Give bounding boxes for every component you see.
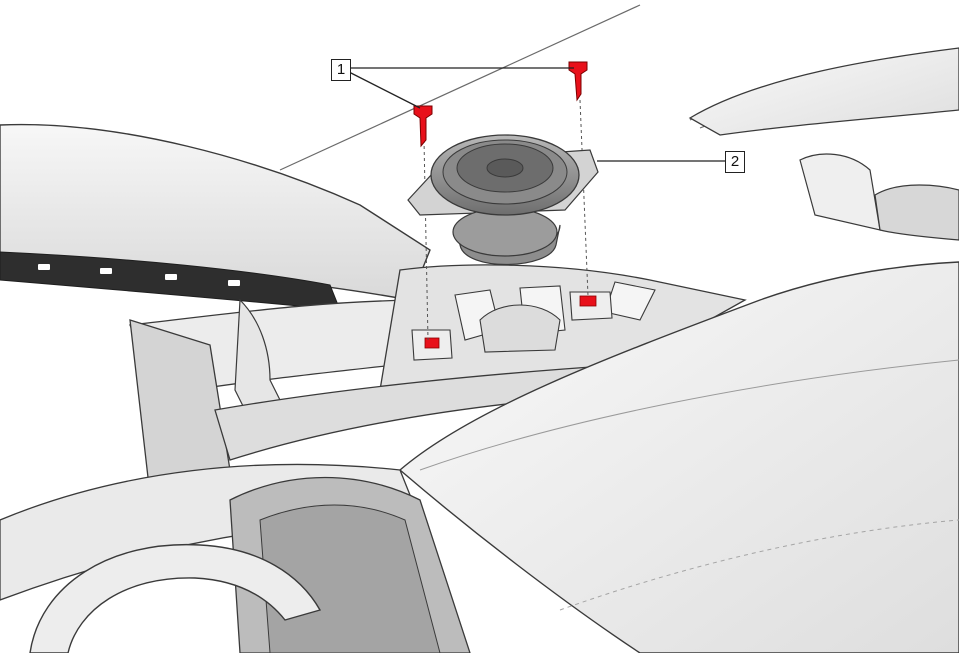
instrument-cowl xyxy=(398,261,959,653)
a-pillar-trim xyxy=(688,47,959,136)
center-vent-inner xyxy=(259,504,441,653)
screw-guide-lines xyxy=(423,99,589,341)
leader-lines xyxy=(348,67,725,162)
steering-wheel xyxy=(29,543,322,653)
clip-icon xyxy=(411,291,613,361)
cowl-stitch xyxy=(559,519,959,611)
screw-icon xyxy=(413,61,588,148)
callout-2: 2 xyxy=(725,151,745,173)
mirror-bracket xyxy=(799,153,959,241)
speaker-well-ribs xyxy=(454,281,656,353)
speaker-icon xyxy=(407,134,599,266)
callout-1: 1 xyxy=(331,59,351,81)
cowl-crease xyxy=(419,359,959,471)
vent-slots xyxy=(38,264,240,286)
